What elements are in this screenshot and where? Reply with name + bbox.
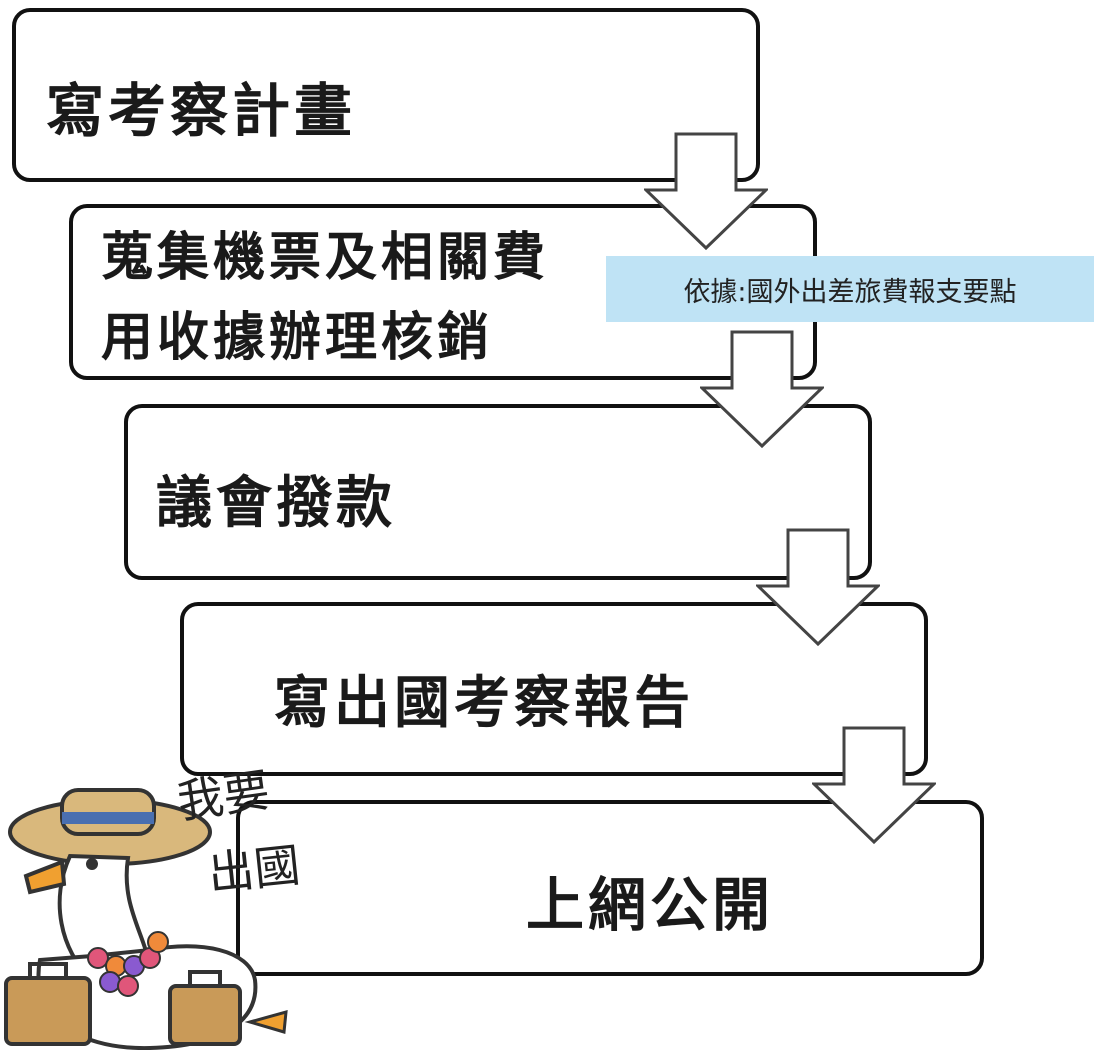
step-label: 上網公開 bbox=[526, 871, 775, 939]
step-label-line: 用收據辦理核銷 bbox=[101, 308, 494, 368]
reference-note: 依據:國外出差旅費報支要點 bbox=[606, 256, 1094, 322]
step-label: 寫出國考察報告 bbox=[274, 671, 694, 736]
goose-mascot-icon: 我要 出國 bbox=[4, 763, 303, 1050]
svg-text:出國: 出國 bbox=[206, 838, 303, 901]
step-council-funding: 議會撥款 bbox=[124, 404, 872, 580]
step-label: 寫考察計畫 bbox=[46, 77, 357, 145]
down-arrow-icon bbox=[812, 726, 936, 845]
step-label: 議會撥款 bbox=[156, 471, 396, 536]
down-arrow-icon bbox=[756, 528, 880, 647]
down-arrow-icon bbox=[644, 132, 768, 251]
step-label-line: 蒐集機票及相關費 bbox=[101, 228, 550, 288]
step-label: 蒐集機票及相關費 用收據辦理核銷 bbox=[101, 218, 549, 378]
step-write-plan: 寫考察計畫 bbox=[12, 8, 760, 182]
svg-text:我要: 我要 bbox=[174, 763, 273, 829]
down-arrow-icon bbox=[700, 330, 824, 449]
